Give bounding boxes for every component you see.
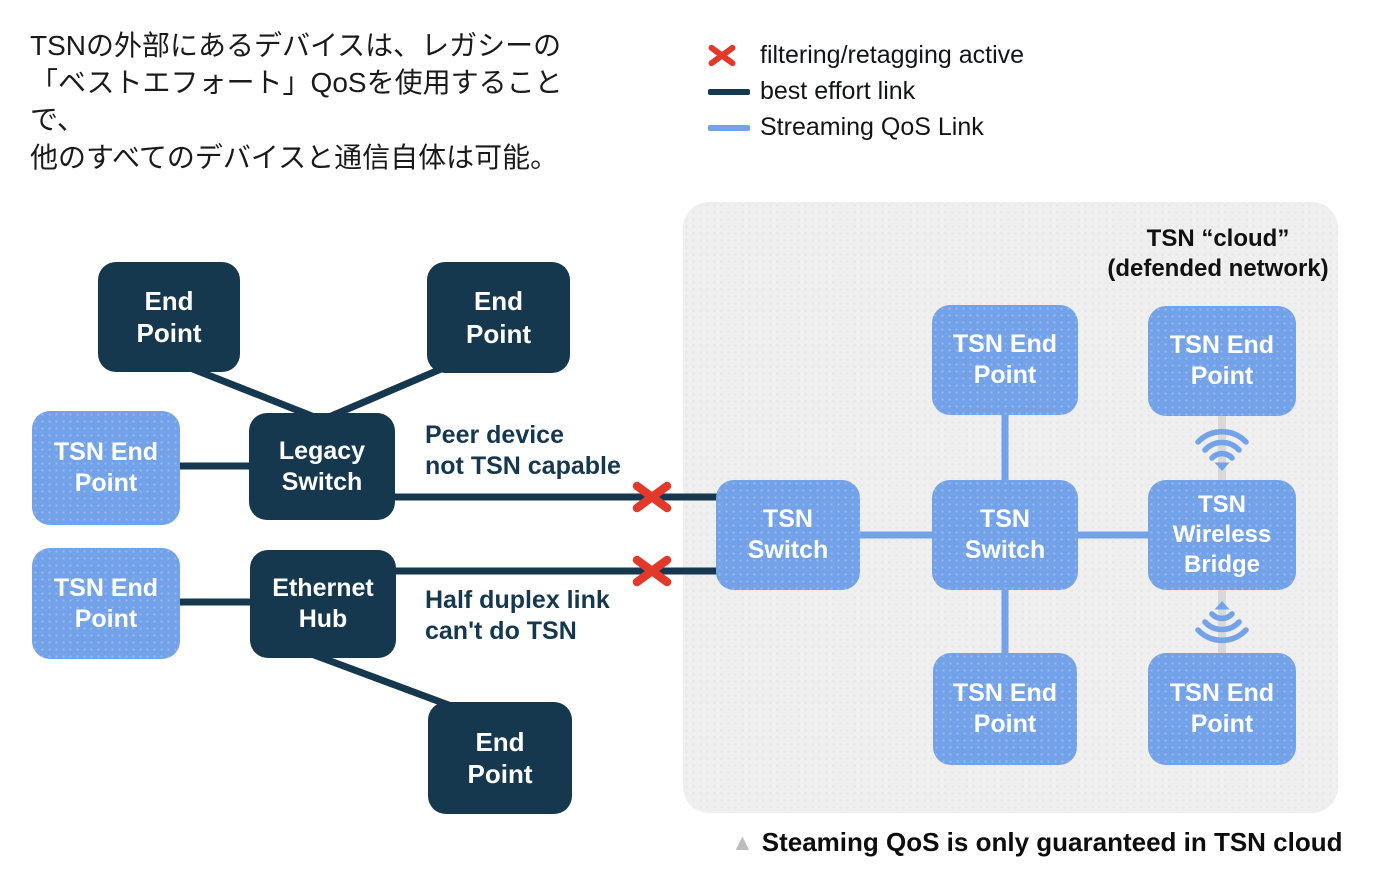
node-end-point-top-left: End Point <box>98 262 240 372</box>
node-end-point-bottom: End Point <box>428 702 572 814</box>
cloud-caption: ▲ Steaming QoS is only guaranteed in TSN… <box>731 827 1343 858</box>
node-ethernet-hub: Ethernet Hub <box>250 550 396 658</box>
triangle-icon: ▲ <box>731 829 754 855</box>
legend-x-icon <box>708 44 760 67</box>
annotation-half-duplex: Half duplex link can't do TSN <box>425 586 610 645</box>
node-tsn-end-point-left-1: TSN End Point <box>32 411 180 525</box>
node-legacy-switch: Legacy Switch <box>249 413 395 520</box>
legend-row-streaming: Streaming QoS Link <box>708 110 1024 145</box>
legend: filtering/retagging active best effort l… <box>708 38 1024 145</box>
legend-label-streaming: Streaming QoS Link <box>760 113 984 141</box>
legend-best-effort-line-icon <box>708 88 760 95</box>
filter-x-icon-top <box>632 481 672 513</box>
filter-x-icon-bottom <box>632 555 672 587</box>
node-tsn-wireless-bridge: TSN Wireless Bridge <box>1148 480 1296 590</box>
link-hub-endpoint-b <box>304 648 464 714</box>
link-endpoint-tr-legacy <box>320 362 450 424</box>
legend-streaming-line-icon <box>708 124 760 131</box>
legend-row-filtering: filtering/retagging active <box>708 38 1024 73</box>
tsn-cloud-title: TSN “cloud” (defended network) <box>1107 225 1329 283</box>
legend-label-best-effort: best effort link <box>760 77 916 105</box>
wifi-icon-bottom <box>1195 601 1249 644</box>
node-tsn-end-point-mid-bottom: TSN End Point <box>933 653 1077 765</box>
node-tsn-end-point-mid-top: TSN End Point <box>932 305 1078 415</box>
node-tsn-end-point-right-bottom: TSN End Point <box>1148 653 1296 765</box>
legend-label-filtering: filtering/retagging active <box>760 41 1025 69</box>
node-tsn-end-point-right-top: TSN End Point <box>1148 306 1296 416</box>
node-tsn-switch-1: TSN Switch <box>716 480 860 590</box>
legend-row-best-effort: best effort link <box>708 74 1024 109</box>
cloud-caption-text: Steaming QoS is only guaranteed in TSN c… <box>761 827 1343 857</box>
wifi-icon-top <box>1195 428 1249 471</box>
node-tsn-end-point-left-2: TSN End Point <box>32 548 180 659</box>
node-tsn-switch-2: TSN Switch <box>932 480 1078 590</box>
annotation-peer-device: Peer device not TSN capable <box>425 421 621 480</box>
node-end-point-top-right: End Point <box>427 262 570 373</box>
japanese-note-text: TSNの外部にあるデバイスは、レガシーの 「ベストエフォート」QoSを使用するこ… <box>30 30 563 173</box>
